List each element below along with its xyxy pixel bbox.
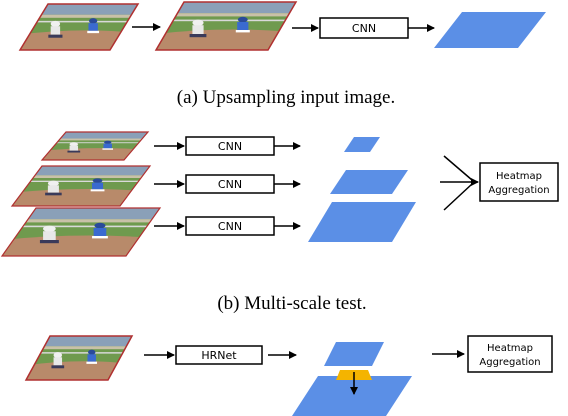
aggregation-label-c-line1: Heatmap (487, 343, 533, 354)
hrnet-box (175, 345, 263, 365)
fan-line-bottom (443, 183, 473, 211)
cnn-label-b3: CNN (218, 220, 242, 233)
input-image-scale-2 (10, 165, 152, 207)
aggregation-box-c (467, 335, 553, 373)
cnn-label-b2: CNN (218, 178, 242, 191)
heatmap-a (434, 12, 546, 48)
heatmap-c-low-res (324, 342, 384, 366)
input-image-c (24, 335, 134, 381)
heatmap-b1 (344, 137, 380, 152)
panel-b: CNN CNN CNN Heatmap Aggregation (b) Mult… (0, 131, 559, 314)
panel-a: CNN (a) Upsampling input image. (18, 1, 546, 108)
panel-c: HRNet Heatmap Aggregation (24, 335, 553, 416)
heatmap-b3 (308, 202, 416, 242)
input-image-upsampled (154, 1, 298, 51)
caption-b: (b) Multi-scale test. (217, 293, 366, 314)
cnn-label-b1: CNN (218, 140, 242, 153)
fan-line-top (443, 155, 473, 181)
input-image-scale-3 (0, 207, 162, 257)
input-image-small (18, 3, 140, 51)
hrnet-label: HRNet (201, 349, 237, 362)
caption-a: (a) Upsampling input image. (177, 87, 395, 108)
heatmap-b2 (330, 170, 408, 194)
aggregation-label-b-line1: Heatmap (496, 171, 542, 182)
aggregation-box-b (479, 162, 559, 202)
heatmap-c-high-res (292, 376, 412, 416)
aggregation-label-c-line2: Aggregation (479, 357, 540, 368)
cnn-label-a: CNN (352, 22, 376, 35)
aggregation-label-b-line2: Aggregation (488, 185, 549, 196)
input-image-scale-1 (40, 131, 150, 161)
